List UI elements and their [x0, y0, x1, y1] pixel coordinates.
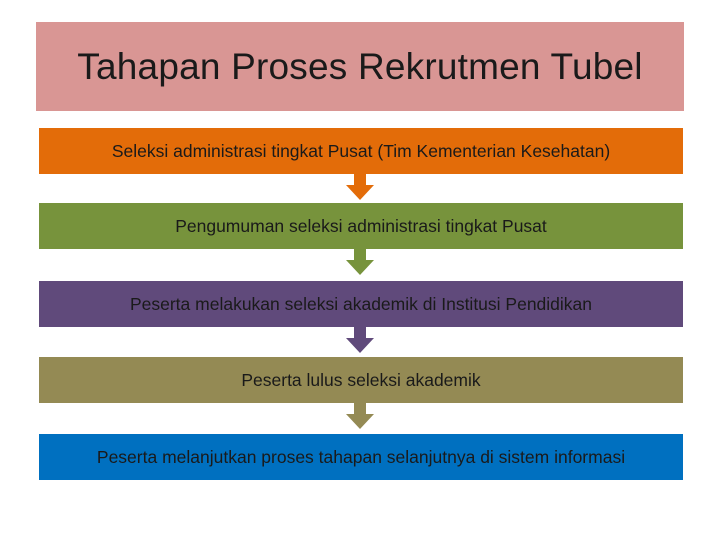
step-4-label: Peserta lulus seleksi akademik	[241, 369, 481, 390]
step-5-label: Peserta melanjutkan proses tahapan selan…	[96, 446, 626, 467]
step-3: Peserta melakukan seleksi akademik di In…	[39, 281, 683, 327]
page-title: Tahapan Proses Rekrutmen Tubel	[77, 45, 643, 87]
step-1: Seleksi administrasi tingkat Pusat (Tim …	[39, 128, 683, 174]
step-1-label: Seleksi administrasi tingkat Pusat (Tim …	[111, 140, 611, 161]
step-3-label: Peserta melakukan seleksi akademik di In…	[129, 293, 593, 314]
step-4: Peserta lulus seleksi akademik	[39, 357, 683, 403]
arrow-down-icon	[346, 403, 374, 429]
title-box: Tahapan Proses Rekrutmen Tubel	[36, 22, 684, 111]
arrow-down-icon	[346, 249, 374, 275]
step-5: Peserta melanjutkan proses tahapan selan…	[39, 434, 683, 480]
arrow-down-icon	[346, 327, 374, 353]
step-2-label: Pengumuman seleksi administrasi tingkat …	[175, 215, 547, 236]
step-2: Pengumuman seleksi administrasi tingkat …	[39, 203, 683, 249]
arrow-down-icon	[346, 174, 374, 200]
